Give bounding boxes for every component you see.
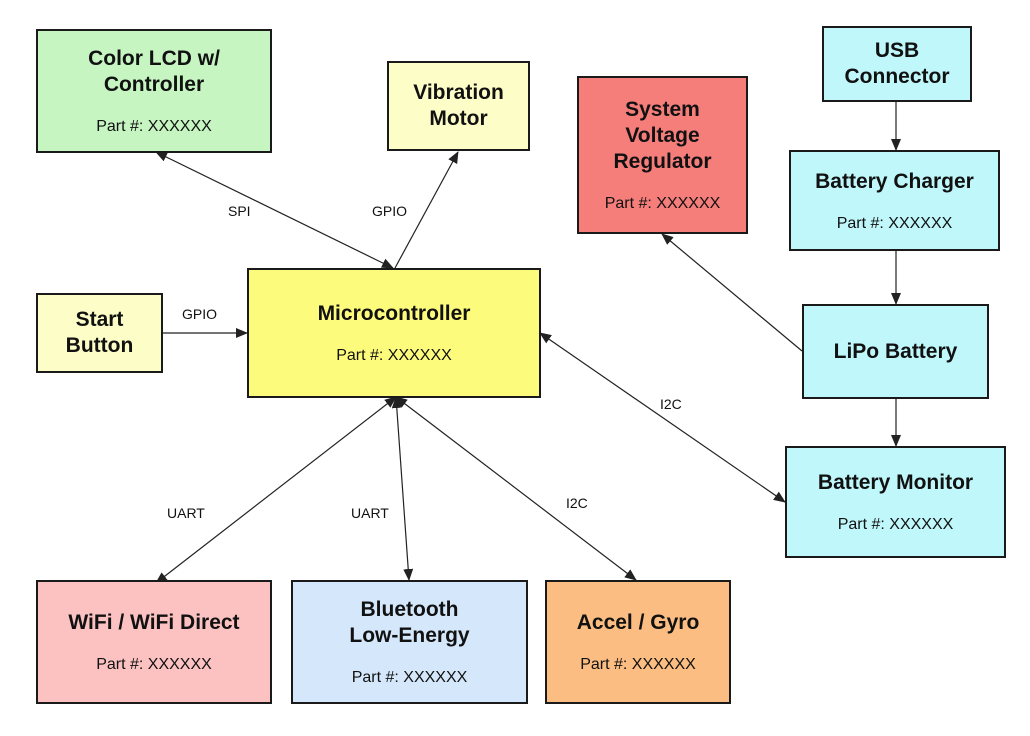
battery-charger-block: Battery Charger Part #: XXXXXX xyxy=(789,150,1000,251)
block-part-number: Part #: XXXXXX xyxy=(351,669,468,686)
block-title: LiPo Battery xyxy=(833,339,958,363)
block-part-number: Part #: XXXXXX xyxy=(604,195,721,212)
uart-wifi-label: UART xyxy=(167,505,205,521)
block-part-number: Part #: XXXXXX xyxy=(580,656,696,673)
color-lcd-block: Color LCD w/ Controller Part #: XXXXXX xyxy=(36,29,272,153)
block-title: Battery Monitor xyxy=(817,471,974,494)
block-title: Bluetooth Low-Energy xyxy=(349,598,470,647)
battery-monitor-block: Battery Monitor Part #: XXXXXX xyxy=(785,446,1006,558)
vibration-motor-block: Vibration Motor xyxy=(387,61,530,151)
gpio-vibration-connector xyxy=(394,151,459,269)
i2c-monitor-label: I2C xyxy=(660,396,682,412)
start-button-block: Start Button xyxy=(36,293,163,373)
uart-ble-connector xyxy=(391,396,414,581)
i2c-accel-connector xyxy=(395,396,637,581)
microcontroller-block: Microcontroller Part #: XXXXXX xyxy=(247,268,541,398)
block-title: Vibration Motor xyxy=(413,81,504,130)
accel-gyro-block: Accel / Gyro Part #: XXXXXX xyxy=(545,580,731,704)
spi-label: SPI xyxy=(228,203,251,219)
block-title: WiFi / WiFi Direct xyxy=(68,611,240,634)
block-title: Color LCD w/ Controller xyxy=(88,47,220,96)
lipo-battery-block: LiPo Battery xyxy=(802,304,989,399)
bluetooth-le-block: Bluetooth Low-Energy Part #: XXXXXX xyxy=(291,580,528,704)
block-title: System Voltage Regulator xyxy=(613,98,712,173)
gpio-start-label: GPIO xyxy=(182,306,218,322)
spi-connector xyxy=(155,151,394,269)
block-part-number: Part #: XXXXXX xyxy=(96,656,212,673)
lipo-regulator-connector xyxy=(661,233,803,352)
system-voltage-regulator-block: System Voltage Regulator Part #: XXXXXX xyxy=(577,76,748,234)
uart-ble-label: UART xyxy=(351,505,389,521)
block-title: Start Button xyxy=(65,308,134,357)
i2c-monitor-connector xyxy=(539,332,786,503)
usb-connector-block: USB Connector xyxy=(822,26,972,102)
gpio-vibration-label: GPIO xyxy=(372,203,408,219)
block-title: Accel / Gyro xyxy=(576,611,700,634)
block-part-number: Part #: XXXXXX xyxy=(837,516,954,533)
i2c-accel-label: I2C xyxy=(566,495,588,511)
block-part-number: Part #: XXXXXX xyxy=(836,214,953,232)
block-title: USB Connector xyxy=(844,39,950,88)
wifi-block: WiFi / WiFi Direct Part #: XXXXXX xyxy=(36,580,272,704)
block-title: Battery Charger xyxy=(815,169,974,193)
block-title: Microcontroller xyxy=(317,302,471,325)
block-part-number: Part #: XXXXXX xyxy=(336,347,452,364)
uart-wifi-connector xyxy=(155,396,397,584)
block-part-number: Part #: XXXXXX xyxy=(96,118,212,135)
